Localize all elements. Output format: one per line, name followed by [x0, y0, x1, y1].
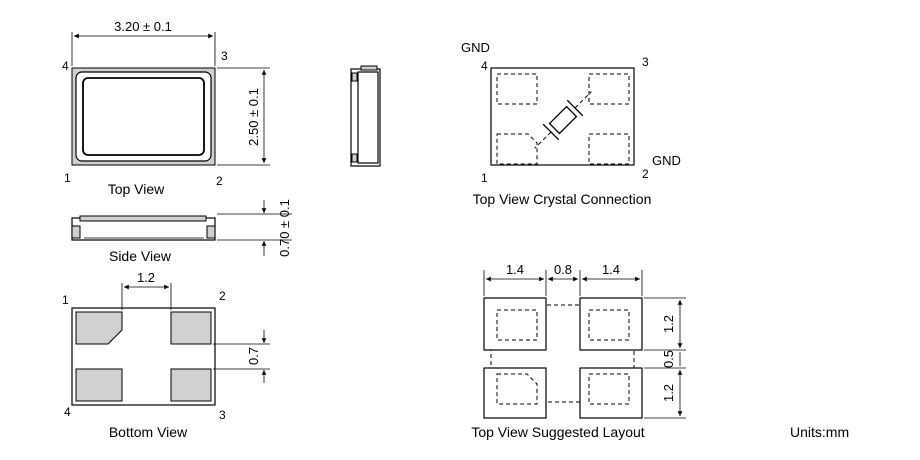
side-view: 0.70 ± 0.1 Side View: [71, 199, 292, 264]
bottom-view-pad-3: [170, 368, 212, 402]
crystal-pin-3: 3: [642, 55, 649, 69]
top-view-height-dim: 2.50 ± 0.1: [246, 88, 261, 146]
top-view-pin-4: 4: [62, 59, 69, 73]
side-view-thickness-dim: 0.70 ± 0.1: [277, 199, 292, 257]
crystal-gnd-top: GND: [461, 40, 490, 55]
bottom-view-pad-4: [75, 368, 123, 402]
end-view: [350, 65, 381, 167]
top-view-caption: Top View: [108, 181, 165, 197]
bottom-view-pin-4: 4: [64, 405, 71, 419]
bottom-view-pin-2: 2: [219, 289, 226, 303]
side-view-caption: Side View: [109, 248, 172, 264]
layout-land-1: [483, 297, 547, 351]
bottom-view-pin-1: 1: [62, 293, 69, 307]
bottom-view: 1.2 0.7 1 2 3 4 Bottom View: [62, 270, 270, 440]
layout-land-4: [579, 367, 643, 419]
top-view-width-dim: 3.20 ± 0.1: [114, 19, 172, 34]
bottom-view-pin-3: 3: [219, 408, 226, 422]
layout-dim-right-2: 0.5: [661, 350, 676, 368]
units-label: Units:mm: [790, 424, 849, 440]
bottom-view-pad-height-dim: 0.7: [246, 347, 261, 365]
layout-dim-top-3: 1.4: [602, 262, 620, 277]
layout-dim-right-1: 1.2: [661, 315, 676, 333]
suggested-layout: 1.4 0.8 1.4 1.2 0.5 1.2 Top View Suggest…: [471, 262, 686, 440]
bottom-view-pad-spacing-dim: 1.2: [137, 270, 155, 285]
crystal-gnd-bottom: GND: [652, 153, 681, 168]
crystal-pin-1: 1: [481, 171, 488, 185]
layout-land-2: [579, 297, 643, 351]
bottom-view-caption: Bottom View: [109, 424, 188, 440]
layout-dim-top-1: 1.4: [506, 262, 524, 277]
top-view-pin-1: 1: [64, 171, 71, 185]
crystal-caption: Top View Crystal Connection: [473, 191, 652, 207]
top-view: 3.20 ± 0.1 2.50 ± 0.1 1 2 3 4 Top View: [62, 19, 270, 197]
layout-land-3: [483, 367, 547, 419]
crystal-pin-2: 2: [642, 167, 649, 181]
layout-caption: Top View Suggested Layout: [471, 424, 644, 440]
bottom-view-pad-2: [170, 311, 212, 345]
top-view-pin-3: 3: [221, 49, 228, 63]
layout-dim-right-3: 1.2: [661, 384, 676, 402]
crystal-symbol: [534, 91, 592, 149]
bottom-view-pad-1: [75, 311, 123, 345]
crystal-pin-4: 4: [481, 59, 488, 73]
layout-dim-top-2: 0.8: [554, 262, 572, 277]
top-view-pin-2: 2: [216, 174, 223, 188]
crystal-package: [490, 67, 635, 166]
top-view-lid-inner: [82, 77, 205, 156]
layout-package-outline: [490, 304, 635, 403]
crystal-connection: GND GND 1 2 3 4 Top View Crystal Connect…: [461, 40, 681, 207]
